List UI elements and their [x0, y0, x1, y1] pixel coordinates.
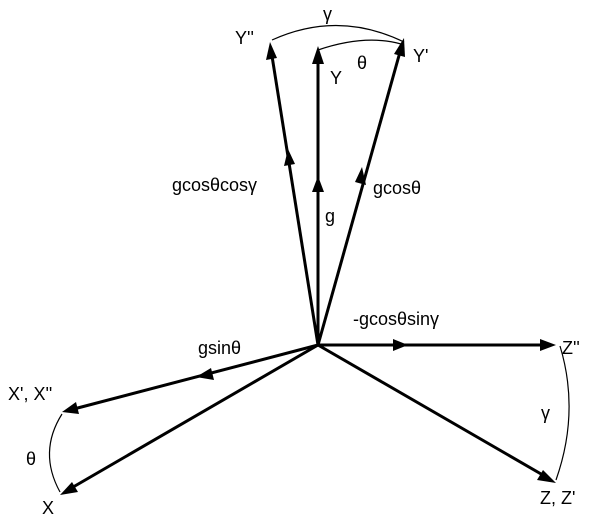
- y-arrowhead: [312, 46, 324, 64]
- y-prime-axis-line: [316, 51, 402, 346]
- x-arrowhead: [60, 482, 78, 495]
- x-axis-line: [67, 343, 319, 492]
- theta-left-arc: [48, 413, 63, 493]
- neg-gcos-theta-sin-gamma-component-arrowhead: [393, 339, 408, 351]
- x-prime-axis-line: [69, 343, 319, 412]
- y-double-prime-label: Y'': [235, 28, 254, 48]
- y-double-prime-arrowhead: [266, 42, 277, 60]
- x-prime-x-double-prime-label: X', X'': [8, 384, 52, 404]
- y-double-prime-axis-line: [270, 55, 320, 346]
- z-double-prime-label: Z'': [562, 338, 580, 358]
- z-double-prime-arrowhead: [540, 339, 556, 351]
- gamma-top-arc: [271, 24, 405, 43]
- theta-top-label: θ: [357, 53, 367, 73]
- z-arrowhead: [537, 470, 556, 483]
- g-label: g: [325, 206, 335, 226]
- z-z-prime-label: Z, Z': [540, 488, 575, 508]
- g-sin-theta-label: gsinθ: [198, 338, 241, 358]
- y-prime-arrowhead: [394, 38, 405, 57]
- z-axis-line: [317, 343, 549, 480]
- gcos-theta-cos-gamma-component-arrowhead: [284, 149, 295, 166]
- gsin-theta-component-arrowhead: [196, 368, 214, 380]
- g-cos-theta-label: gcosθ: [373, 178, 421, 198]
- y-label: Y: [330, 68, 342, 88]
- g-component-arrowhead: [312, 176, 324, 192]
- neg-g-cos-theta-sin-gamma-label: -gcosθsinγ: [353, 309, 439, 329]
- x-prime-arrowhead: [62, 402, 79, 414]
- theta-left-label: θ: [26, 449, 36, 469]
- y-prime-label: Y': [413, 46, 428, 66]
- gamma-right-label: γ: [541, 403, 550, 423]
- x-label: X: [42, 498, 54, 518]
- gamma-right-arc: [555, 345, 570, 481]
- gamma-top-label: γ: [323, 4, 332, 24]
- theta-top-arc: [317, 39, 402, 51]
- g-cos-theta-cos-gamma-label: gcosθcosγ: [172, 175, 257, 195]
- gcos-theta-component-arrowhead: [355, 167, 366, 185]
